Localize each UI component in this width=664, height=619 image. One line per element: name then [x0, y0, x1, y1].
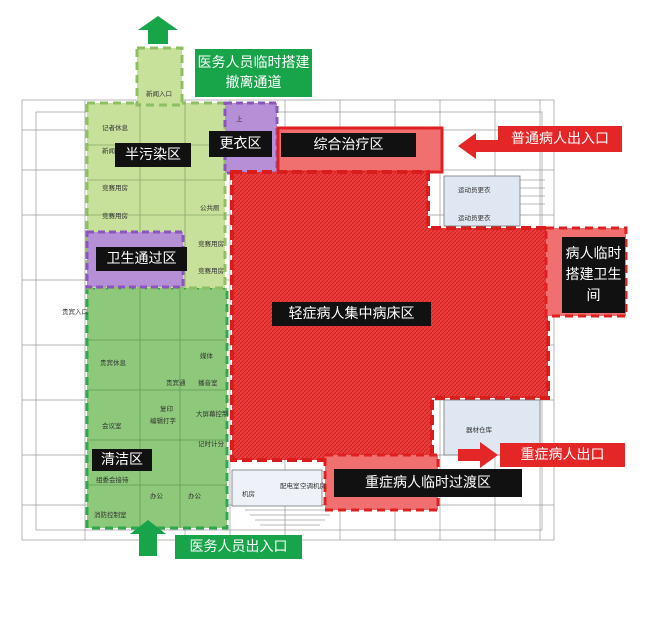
plan-text-equipment: 器材仓库	[466, 425, 493, 434]
plan-text-scoring: 记时计分	[198, 439, 225, 448]
plan-text-fire-control: 消防控制室	[94, 510, 127, 519]
plan-text-news: 新闻	[102, 146, 115, 155]
mild-ward-label: 轻症病人集中病床区	[272, 302, 431, 326]
plan-text-big-screen: 大屏幕控制	[196, 409, 229, 418]
plan-text-athlete-changing-2: 运动员更衣	[458, 213, 491, 222]
clean-zone	[85, 286, 229, 530]
plan-text-vip-entrance: 贵宾入口	[62, 307, 88, 316]
plan-text-vip-pass: 贵宾通	[166, 378, 186, 387]
severe-transit-label: 重症病人临时过渡区	[334, 469, 522, 497]
plan-text-office2: 办公	[188, 491, 202, 500]
up-arrow-icon	[130, 520, 166, 556]
plan-text-vip-rest: 贵宾休息	[100, 358, 127, 367]
plan-text-media: 媒体	[200, 351, 214, 360]
plan-text-print: 复印	[160, 404, 173, 413]
severe-exit-label: 重症病人出口	[500, 443, 625, 467]
plan-text-reception: 组委会接待	[96, 475, 129, 484]
clean-label: 清洁区	[92, 449, 152, 471]
changing-label: 更衣区	[209, 131, 272, 157]
treatment-label: 综合治疗区	[281, 133, 416, 157]
plan-text-meeting: 会议室	[102, 421, 122, 430]
plan-text-competition-4: 竞赛用房	[198, 266, 224, 275]
left-arrow-icon	[458, 133, 498, 159]
plan-text-office: 办公	[150, 491, 164, 500]
athlete-room	[443, 175, 521, 227]
semi-contaminated-label: 半污染区	[115, 143, 191, 167]
plan-text-athlete-changing-1: 运动员更衣	[458, 185, 491, 194]
plan-text-power-room: 配电室	[280, 481, 300, 490]
plan-text-reporter-rest: 记者休息	[102, 123, 129, 132]
plan-text-public-restroom: 公共厕	[200, 203, 220, 212]
plan-text-edit-print: 编辑打字	[150, 416, 177, 425]
up-arrow-icon	[138, 16, 178, 44]
plan-text-competition-2: 竞赛用房	[102, 211, 128, 220]
right-arrow-icon	[458, 442, 498, 468]
staff-entrance-label: 医务人员出入口	[175, 535, 302, 559]
plan-text-up: 上	[236, 114, 243, 123]
hygiene-pass-label: 卫生通过区	[96, 247, 187, 271]
plan-text-ac-room: 空调机房	[300, 481, 326, 490]
staff-evac-label: 医务人员临时搭建撤离通道	[195, 49, 312, 97]
plan-text-machine-room: 机房	[242, 489, 255, 498]
plan-text-broadcast: 播音室	[198, 378, 218, 387]
temp-toilet-label: 病人临时搭建卫生间	[562, 237, 625, 313]
patient-entrance-label: 普通病人出入口	[498, 126, 622, 152]
plan-text-competition-3: 竞赛用房	[198, 239, 224, 248]
plan-text-press-entrance: 新闻入口	[146, 89, 172, 98]
plan-text-competition-1: 竞赛用房	[102, 183, 128, 192]
machine-rooms	[231, 469, 323, 507]
